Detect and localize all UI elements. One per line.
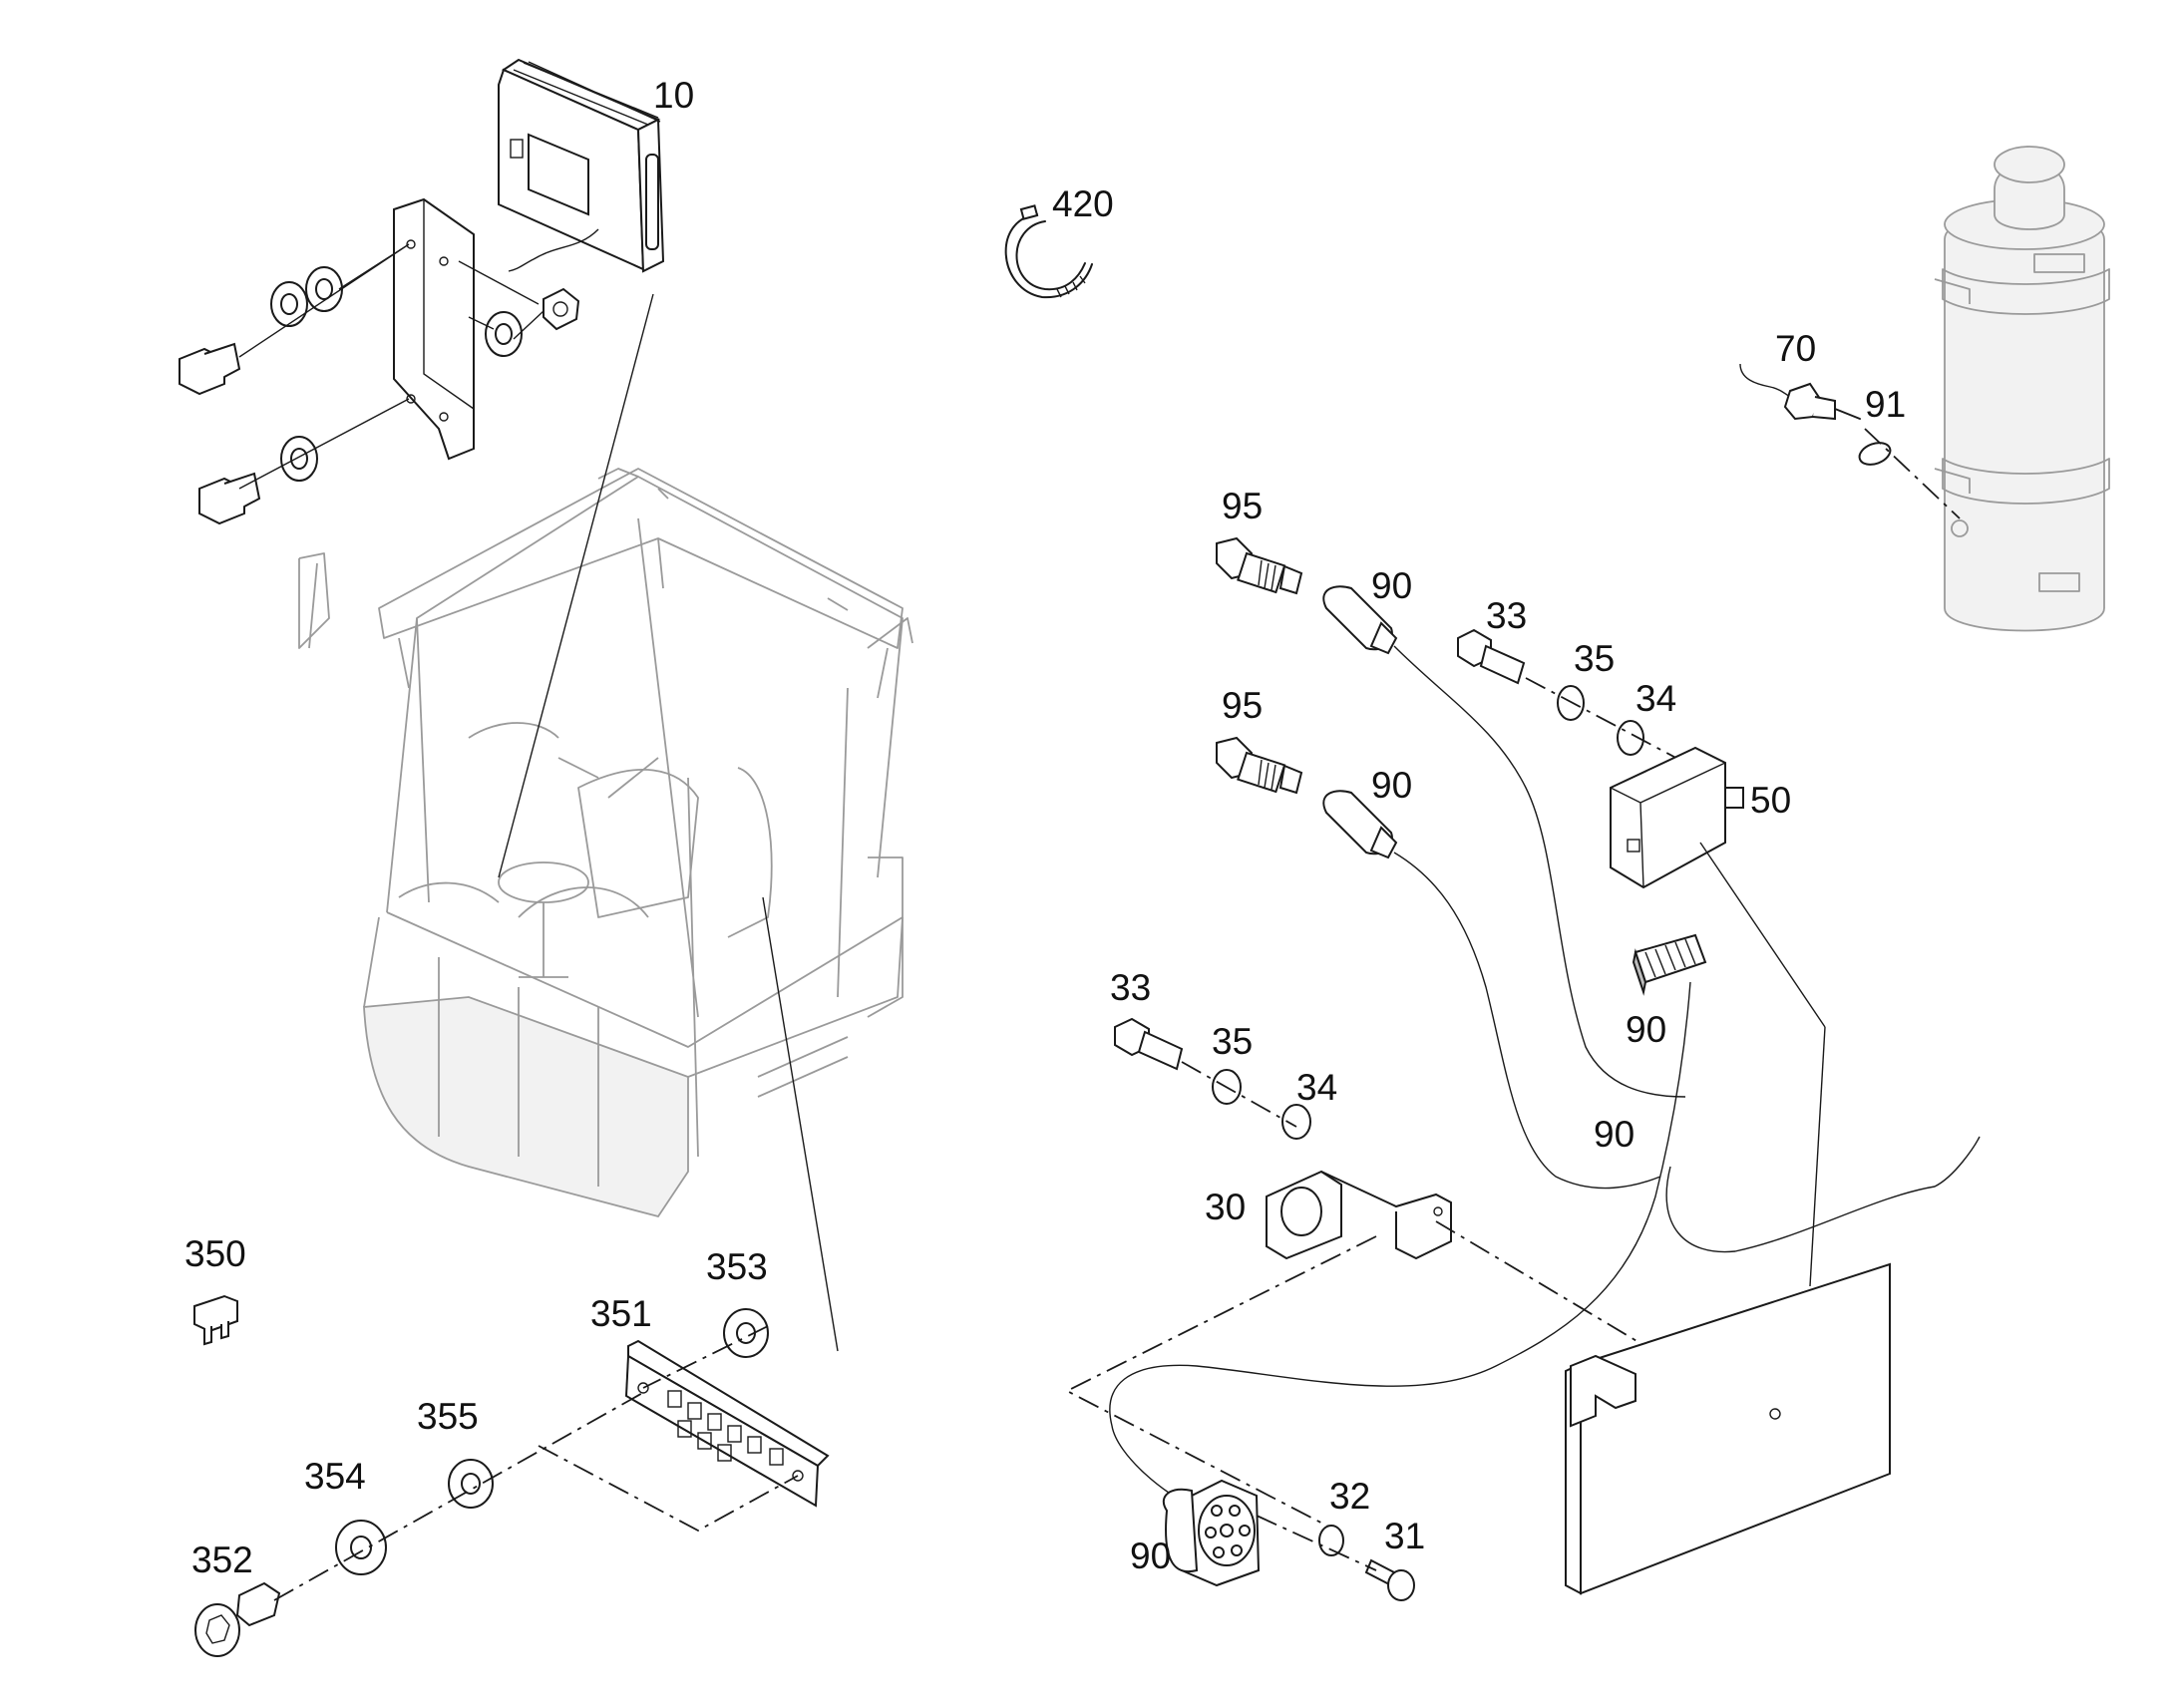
bracket bbox=[393, 197, 475, 461]
axis-33-lower bbox=[1181, 1061, 1297, 1128]
leader-351 bbox=[762, 896, 839, 1352]
axis-board-lower bbox=[538, 1445, 799, 1533]
callout-91: 91 bbox=[1865, 384, 1906, 425]
part-70-temperature-sensor bbox=[1739, 363, 1861, 421]
callout-31: 31 bbox=[1384, 1516, 1425, 1556]
callout-30: 30 bbox=[1205, 1187, 1246, 1227]
screw-31 bbox=[1364, 1558, 1415, 1601]
washer-34-lower bbox=[1281, 1104, 1311, 1140]
callout-90: 90 bbox=[1594, 1114, 1635, 1155]
mounting-screws-and-washers bbox=[179, 243, 580, 525]
callout-33: 33 bbox=[1110, 967, 1151, 1008]
callout-90: 90 bbox=[1371, 765, 1412, 806]
part-95-plug-top bbox=[1216, 536, 1303, 595]
washer-35-top bbox=[1557, 685, 1585, 721]
callout-33: 33 bbox=[1486, 595, 1527, 636]
axis-bracket-diag bbox=[1065, 1235, 1377, 1532]
callouts: 10 420 70 91 95 90 33 35 34 95 90 50 90 … bbox=[184, 75, 1906, 1580]
bolt-33-lower bbox=[1114, 1017, 1184, 1071]
callout-34: 34 bbox=[1635, 678, 1676, 719]
part-353-washer bbox=[723, 1308, 769, 1358]
callout-355: 355 bbox=[417, 1396, 479, 1437]
callout-10: 10 bbox=[653, 75, 694, 116]
axis-353 bbox=[642, 1325, 769, 1389]
bolt-33-top bbox=[1457, 628, 1526, 685]
callout-90: 90 bbox=[1626, 1009, 1666, 1050]
part-354-washer bbox=[335, 1520, 387, 1575]
callout-351: 351 bbox=[590, 1293, 652, 1334]
part-10-display-module bbox=[498, 58, 665, 273]
axis-31 bbox=[1256, 1515, 1377, 1571]
cylinder-tank bbox=[1934, 146, 2110, 632]
leader-10 bbox=[498, 293, 654, 878]
part-90-multi-connector bbox=[1109, 933, 1981, 1507]
callout-50: 50 bbox=[1750, 780, 1791, 821]
callout-90: 90 bbox=[1371, 565, 1412, 606]
mounting-panel bbox=[1565, 1262, 1891, 1595]
axis-352 bbox=[273, 1390, 647, 1601]
part-95-plug-bottom bbox=[1216, 736, 1303, 795]
callout-35: 35 bbox=[1574, 638, 1615, 679]
part-352-screw bbox=[194, 1581, 281, 1657]
callout-420: 420 bbox=[1052, 183, 1114, 224]
callout-95: 95 bbox=[1222, 685, 1263, 726]
callout-34: 34 bbox=[1296, 1067, 1337, 1108]
forklift-cab bbox=[298, 468, 913, 1218]
callout-350: 350 bbox=[184, 1233, 246, 1274]
part-30-bracket bbox=[1266, 1170, 1452, 1260]
part-50-control-unit bbox=[1610, 746, 1744, 889]
callout-352: 352 bbox=[191, 1539, 253, 1580]
part-350-fuse bbox=[193, 1294, 238, 1346]
callout-95: 95 bbox=[1222, 486, 1263, 526]
part-90-round-connector bbox=[1162, 1479, 1261, 1587]
callout-70: 70 bbox=[1775, 328, 1816, 369]
part-420-clamp-band bbox=[1004, 204, 1093, 299]
callout-35: 35 bbox=[1212, 1021, 1253, 1062]
leader-50-board bbox=[1809, 1026, 1826, 1287]
part-91-seal-ring bbox=[1858, 442, 1892, 466]
callout-353: 353 bbox=[706, 1246, 768, 1287]
part-351-fuse-board bbox=[624, 1339, 830, 1508]
axis-33-top bbox=[1525, 677, 1686, 764]
washer-32 bbox=[1318, 1525, 1344, 1556]
part-90-connector-top bbox=[1322, 585, 1686, 1098]
part-355-washer bbox=[448, 1459, 494, 1509]
callout-90: 90 bbox=[1130, 1536, 1171, 1576]
part-90-connector-bottom bbox=[1322, 790, 1661, 1190]
callout-32: 32 bbox=[1329, 1476, 1370, 1517]
leader-50 bbox=[1699, 842, 1826, 1028]
callout-354: 354 bbox=[304, 1456, 366, 1497]
axis-70 bbox=[1864, 428, 1961, 519]
